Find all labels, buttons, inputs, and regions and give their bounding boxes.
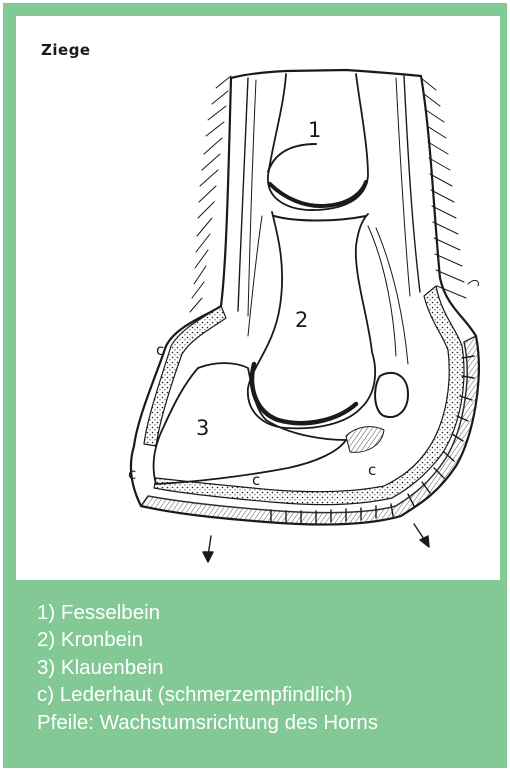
label-c-right: c — [368, 461, 376, 479]
legend-item-c: c) Lederhaut (schmerzempfindlich) — [37, 681, 497, 708]
navicular-bone — [375, 373, 408, 417]
legend: 1) Fesselbein 2) Kronbein 3) Klauenbein … — [37, 599, 497, 736]
bone-fesselbein — [268, 74, 368, 210]
bone-kronbein — [248, 212, 375, 428]
legend-item-3: 3) Klauenbein — [37, 654, 497, 681]
hoof-illustration: Ziege 1 2 3 c c c c — [16, 16, 500, 580]
label-c-left: c — [128, 465, 136, 483]
legend-item-2: 2) Kronbein — [37, 626, 497, 653]
label-c-bottom: c — [252, 471, 260, 489]
animal-label: Ziege — [41, 41, 91, 59]
hair-right — [421, 78, 466, 298]
hoof-cross-section — [16, 16, 500, 580]
legend-item-1: 1) Fesselbein — [37, 599, 497, 626]
label-3: 3 — [196, 416, 209, 440]
label-1: 1 — [308, 118, 321, 142]
label-c-top: c — [156, 341, 164, 359]
legend-item-arrows: Pfeile: Wachstumsrichtung des Horns — [37, 709, 497, 736]
figure-frame: Ziege 1 2 3 c c c c 1) Fesselbein 2) Kro… — [3, 3, 507, 768]
label-2: 2 — [295, 308, 308, 332]
